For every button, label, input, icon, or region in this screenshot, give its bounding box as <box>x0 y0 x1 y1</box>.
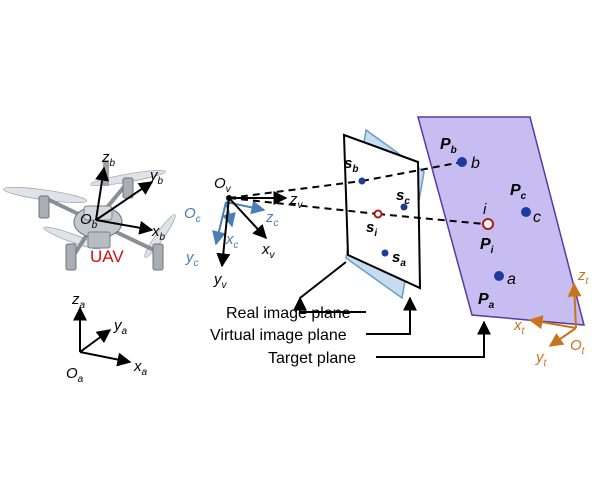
target-point-c <box>521 207 531 217</box>
uav-body <box>73 160 123 249</box>
world-z-label: za <box>71 291 86 311</box>
uav-motors <box>38 177 164 271</box>
target-frame: zt xt yt Ot <box>513 267 590 369</box>
uav-y-label: yb <box>149 167 164 187</box>
target-point-b <box>457 157 467 167</box>
virtual-x-axis <box>228 197 267 240</box>
world-x-axis <box>79 351 132 367</box>
virtual-plane-leader <box>366 296 417 335</box>
uav-label: UAV <box>90 247 124 266</box>
image-point-c <box>400 203 408 211</box>
projection-lines <box>228 161 485 225</box>
image-label-b: sb <box>344 155 358 175</box>
image-label-a: sa <box>392 249 406 269</box>
virtual-image-plane-label: Virtual image plane <box>210 327 347 344</box>
uav-origin-label: Ob <box>80 211 98 231</box>
camera-frame: Oc yc xc zc <box>184 200 279 269</box>
image-points: sb sc si sa <box>344 155 410 269</box>
target-plane-label: Target plane <box>268 350 356 367</box>
camera-x-label: xc <box>225 231 239 251</box>
real-plane-leader-tip <box>299 261 347 299</box>
virtual-camera-frame: Ov zv xv yv <box>213 175 304 291</box>
virtual-origin-label: Ov <box>214 175 232 195</box>
projection-line-i <box>228 197 379 215</box>
real-plane-leader <box>293 296 366 313</box>
uav-x-axis <box>95 219 154 235</box>
target-z-axis <box>567 282 582 329</box>
virtual-y-axis <box>216 197 231 268</box>
uav-z-label: zb <box>101 149 116 169</box>
virtual-x-label: xv <box>261 241 276 261</box>
target-z-label: zt <box>577 267 590 287</box>
target-point-a <box>494 271 504 281</box>
world-y-axis <box>79 329 112 353</box>
uav-z-axis <box>95 166 110 221</box>
target-tag-c: c <box>533 209 541 226</box>
camera-y-axis <box>212 201 227 246</box>
target-tag-i: i <box>483 201 487 218</box>
image-label-i: si <box>366 219 377 239</box>
camera-origin-label: Oc <box>184 205 201 225</box>
target-label-Pi: Pi <box>480 236 494 256</box>
image-point-b <box>358 177 366 185</box>
camera-z-axis <box>225 200 266 215</box>
virtual-y-label: yv <box>213 271 228 291</box>
target-y-axis <box>548 327 577 347</box>
image-point-i <box>373 209 383 219</box>
world-frame: za ya xa Oa <box>66 291 148 385</box>
target-point-i <box>482 218 494 230</box>
real-image-plane-label: Real image plane <box>226 305 351 322</box>
world-y-label: ya <box>113 317 128 337</box>
target-tag-a: a <box>507 271 516 288</box>
image-point-a <box>381 249 389 257</box>
world-x-label: xa <box>133 358 148 378</box>
camera-y-label: yc <box>185 249 199 269</box>
target-label-Pa: Pa <box>478 291 495 311</box>
projection-line-i-ext <box>377 213 485 225</box>
plane-leader-lines <box>293 261 491 358</box>
projection-line-b-ext <box>361 161 463 182</box>
target-x-axis <box>528 315 577 330</box>
target-plane-leader <box>376 320 491 358</box>
camera-x-axis <box>222 201 236 228</box>
uav-illustration <box>3 160 176 271</box>
uav-body-frame: zb yb xb Ob UAV <box>80 149 166 266</box>
virtual-z-label: zv <box>289 191 304 211</box>
world-origin-label: Oa <box>66 365 84 385</box>
target-points: Pb b Pc c i Pi a Pa <box>440 136 541 311</box>
target-label-Pb: Pb <box>440 136 457 156</box>
projection-line-b <box>228 180 363 199</box>
target-label-Pc: Pc <box>510 182 527 202</box>
target-y-label: yt <box>535 349 548 369</box>
image-label-c: sc <box>396 187 410 207</box>
target-tag-b: b <box>471 155 480 172</box>
target-x-label: xt <box>513 317 526 337</box>
uav-x-label: xb <box>151 223 166 243</box>
camera-z-label: zc <box>265 209 279 229</box>
target-plane <box>417 116 585 326</box>
target-origin-label: Ot <box>570 337 586 357</box>
uav-y-axis <box>95 181 154 221</box>
